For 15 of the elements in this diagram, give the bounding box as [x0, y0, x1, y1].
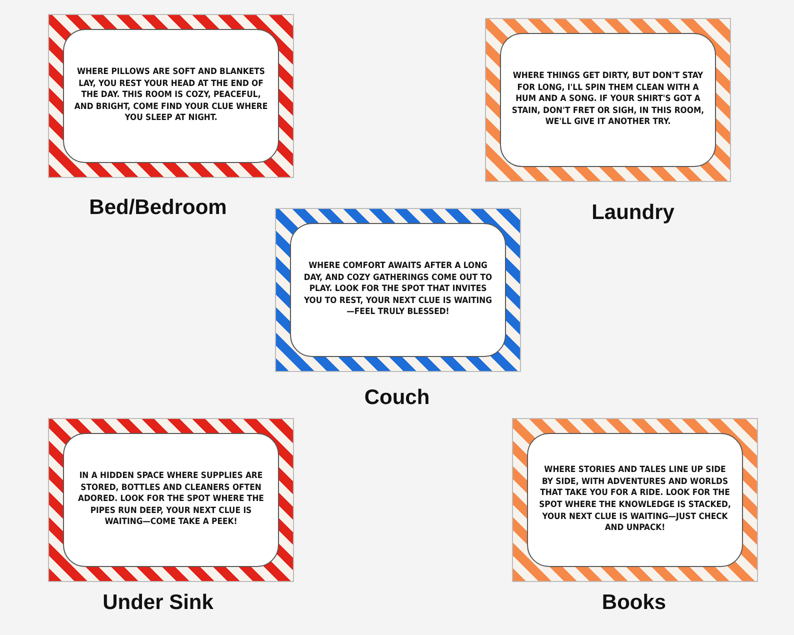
riddle-text: WHERE COMFORT AWAITS AFTER A LONG DAY, AND COZY GATHERINGS COME OUT TO PLAY. LOOK FOR THE SPOT THAT INVITES YOU TO REST, YOUR NEXT CLUE IS WAITING—FEEL TRULY BLESSED! [302, 261, 494, 319]
riddle-text: IN A HIDDEN SPACE WHERE SUPPLIES ARE STORED, BOTTLES AND CLEANERS OFTEN ADORED. LOOK FOR THE SPOT WHERE THE PIPES RUN DEEP, YOUR NEXT CLUE IS WAITING—COME TAKE A PEEK! [77, 471, 265, 529]
room-caption: Couch [364, 386, 430, 410]
clue-card [48, 14, 294, 178]
clue-card [48, 418, 294, 582]
riddle-text: WHERE STORIES AND TALES LINE UP SIDE BY SIDE, WITH ADVENTURES AND WORLDS THAT TAKE YOU FOR A RIDE. LOOK FOR THE SPOT WHERE THE KNOWLEDGE IS STACKED, YOUR NEXT CLUE IS WAITING—JUST CHECK AND UNPACK! [538, 465, 732, 535]
riddle-text: WHERE THINGS GET DIRTY, BUT DON'T STAY FOR LONG, I'LL SPIN THEM CLEAN WITH A HUM AND A SONG. IF YOUR SHIRT'S GOT A STAIN, DON'T FRET OR SIGH, IN THIS ROOM, WE'LL GIVE IT ANOTHER TRY. [511, 71, 705, 129]
riddle-text: WHERE PILLOWS ARE SOFT AND BLANKETS LAY, YOU REST YOUR HEAD AT THE END OF THE DAY. THIS ROOM IS COZY, PEACEFUL, AND BRIGHT, COME FIND YOUR CLUE WHERE YOU SLEEP AT NIGHT. [74, 67, 268, 125]
clue-card [485, 18, 731, 182]
clue-card [512, 418, 758, 582]
room-caption: Under Sink [102, 591, 214, 615]
room-caption: Laundry [592, 201, 674, 225]
clue-card [275, 208, 521, 372]
room-caption: Bed/Bedroom [89, 196, 227, 220]
room-caption: Books [602, 591, 666, 615]
